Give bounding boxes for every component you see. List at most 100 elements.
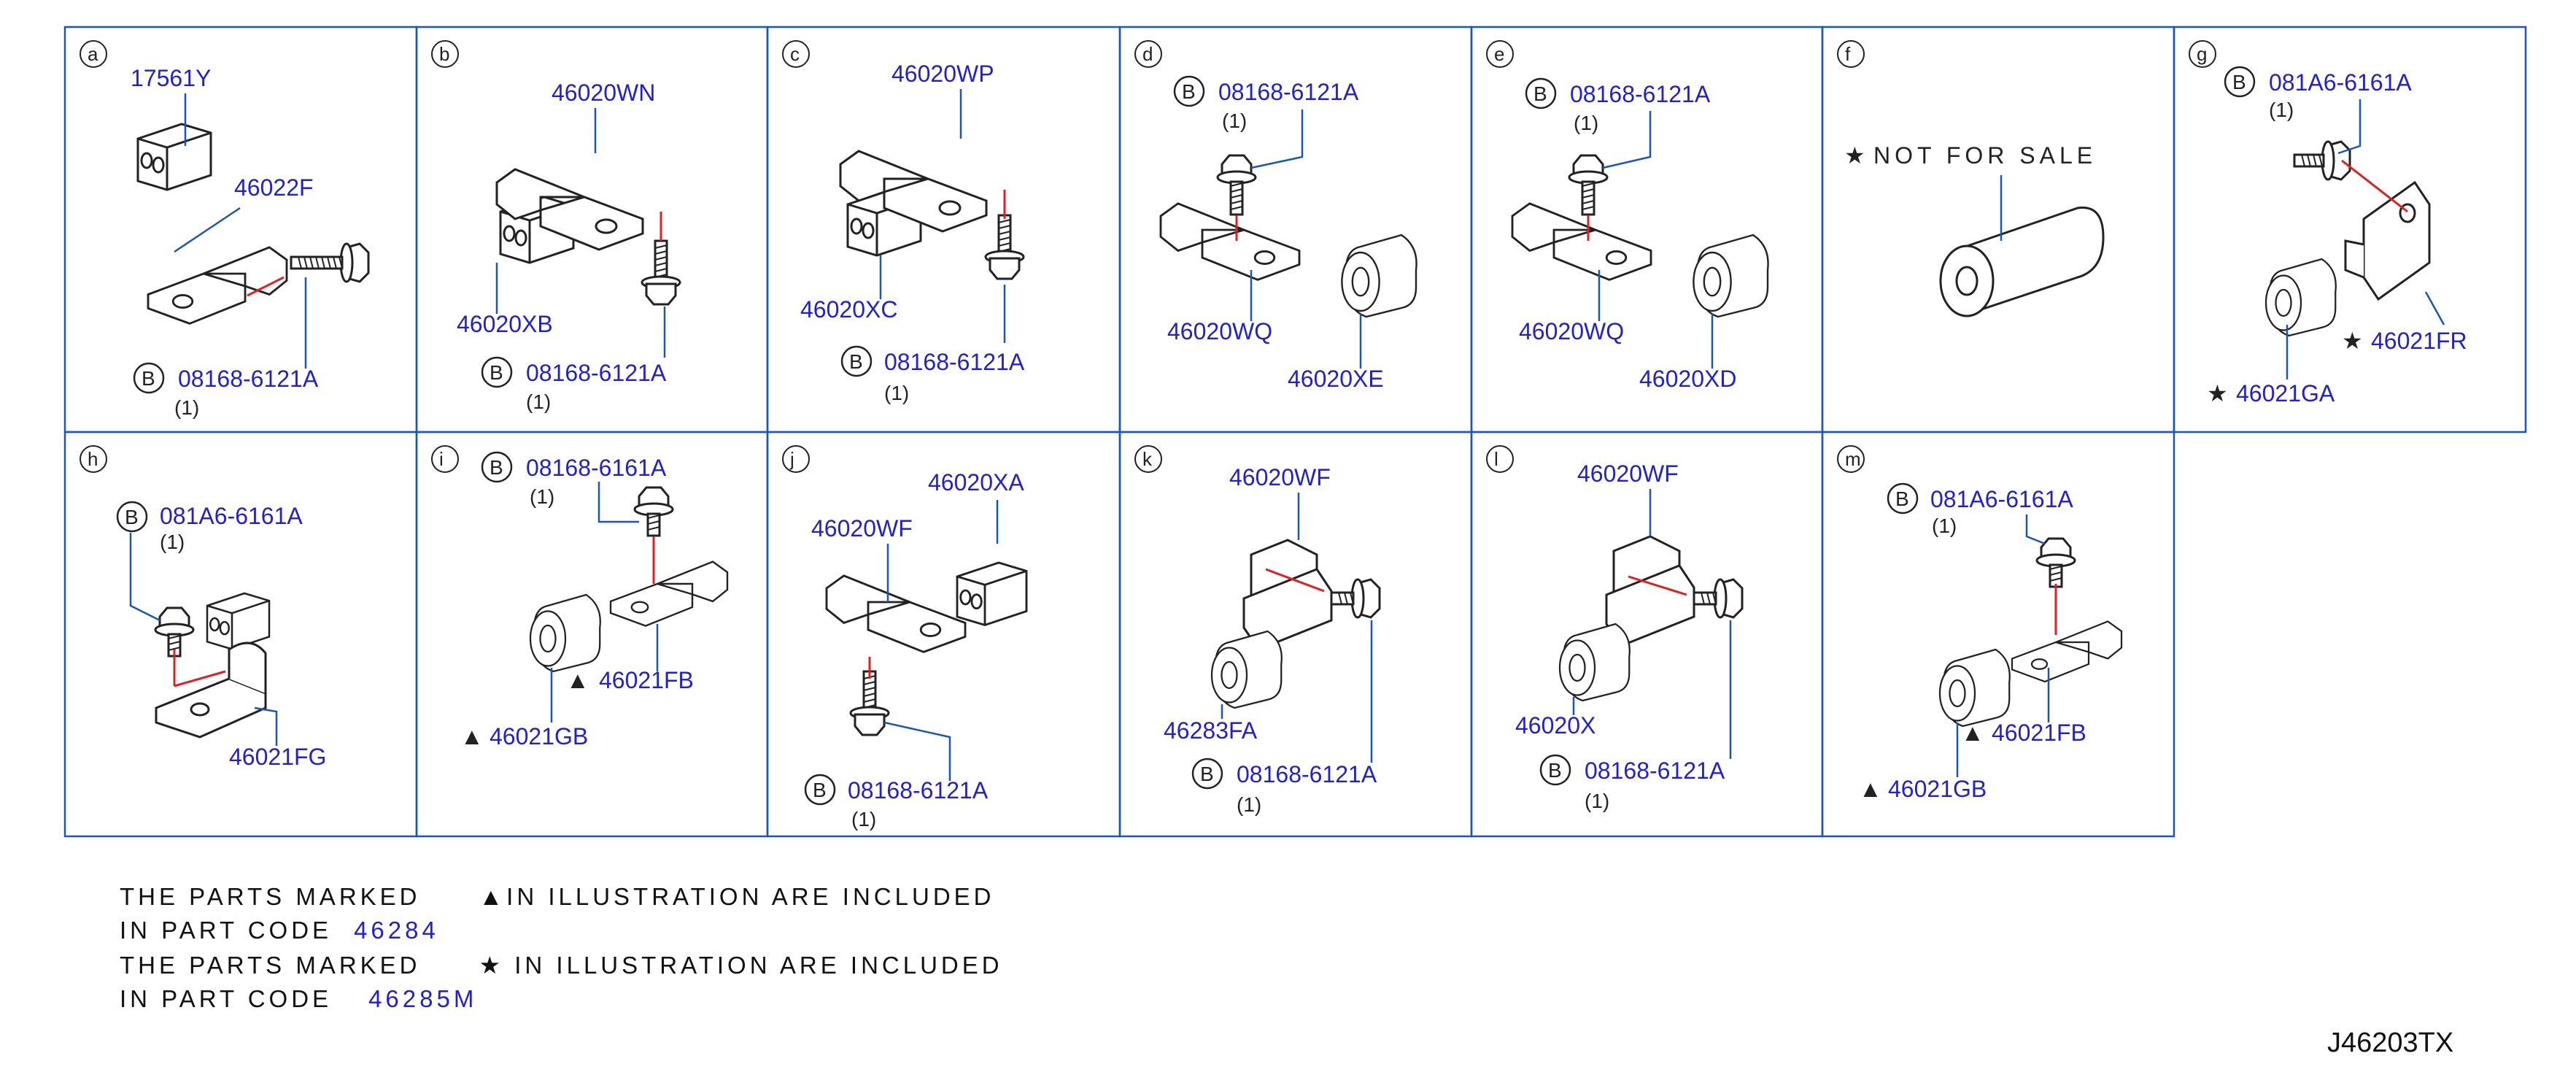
block-hole [140, 152, 153, 169]
bracket-flange [1605, 564, 1695, 647]
part-label-46020wq: 46020WQ [1167, 318, 1272, 344]
part-label-46020xa: 46020XA [928, 469, 1024, 496]
block-hole [514, 229, 527, 247]
bolt-marker-m: B [1895, 487, 1909, 510]
quantity-label: (1) [851, 808, 876, 830]
panel-letter-c: c [790, 43, 800, 65]
leader-line [1602, 111, 1652, 169]
bolt-thread [2313, 154, 2317, 167]
part-label-46021gb: 46021GB [1888, 776, 1987, 802]
bolt-thread [2049, 571, 2062, 576]
bracket-46021fb [609, 560, 729, 627]
block-hole [209, 617, 220, 632]
leader-line [597, 482, 639, 523]
bracket-46021fg [155, 641, 267, 739]
bolt-thread [1582, 200, 1595, 204]
bolt-marker-circle [1539, 754, 1571, 786]
bushing-hole [1569, 653, 1586, 682]
leader-line [174, 207, 241, 253]
panel-letter-circle [1134, 40, 1162, 68]
bushing-hole [1221, 660, 1238, 690]
bracket-hole [2030, 658, 2049, 670]
bracket-clamp [203, 246, 288, 296]
quantity-label: (1) [1574, 112, 1598, 134]
bolt-thread [1706, 592, 1711, 605]
part-label-08168-6121a: 08168-6121A [1585, 758, 1725, 784]
leader-line [2025, 514, 2046, 545]
block-hole [862, 222, 875, 239]
bolt-thread [1230, 188, 1243, 193]
block-hole [219, 620, 231, 636]
part-label-081a6-6161a: 081A6-6161A [2269, 69, 2412, 96]
bracket-flange [1201, 228, 1301, 281]
block-body [956, 561, 1028, 626]
bracket-flange [1552, 228, 1652, 281]
star-icon: ★ [479, 952, 515, 979]
bushing-46283fa [1210, 630, 1283, 709]
part-label-46020xc: 46020XC [800, 296, 897, 323]
bolt-thread [863, 698, 876, 703]
bolt-08168-6121a [1693, 578, 1744, 619]
bolt-marker-circle [1887, 482, 1919, 514]
bracket-46022f [147, 246, 288, 325]
footnote-part-code-46285m: 46285M [368, 985, 478, 1012]
bolt-thread [647, 514, 660, 519]
bolt-thread [1344, 592, 1348, 605]
quantity-label: (1) [2269, 99, 2294, 121]
bolt-thread [998, 225, 1011, 229]
panel-frame-g [2173, 26, 2527, 433]
bracket-clamp [495, 168, 585, 220]
block-body [206, 592, 271, 650]
bolt-thread [315, 256, 320, 269]
bolt-thread [1338, 592, 1342, 605]
alignment-line [247, 276, 285, 297]
bracket-flange [1242, 568, 1333, 651]
bolt-thread [1712, 592, 1717, 605]
bolt-thread [654, 256, 668, 261]
bolt-thread [2049, 566, 2062, 570]
bolt-shank [1330, 591, 1355, 606]
bolt-thread [339, 256, 343, 269]
bolt-thread [1230, 182, 1243, 187]
panel-letter-circle [431, 40, 459, 68]
bolt-08168-6121a [290, 242, 370, 283]
bracket-46020wn [495, 168, 644, 251]
bolt-thread [1582, 206, 1595, 210]
bolt-thread [168, 647, 181, 651]
bolt-08168-6121a [984, 214, 1025, 280]
bolt-marker-d: B [1182, 80, 1196, 103]
footnote-line-3: THE PARTS MARKED★ IN ILLUSTRATION ARE IN… [120, 951, 1003, 979]
bracket-clamp [825, 574, 910, 625]
bolt-thread [654, 250, 668, 255]
bolt-thread [654, 244, 668, 249]
bolt-thread [321, 256, 325, 269]
bolt-thread [168, 635, 181, 639]
bolt-marker-circle [804, 774, 836, 806]
bracket-hole [938, 200, 962, 216]
bracket-flange [2011, 641, 2090, 683]
panel-letter-circle [1837, 445, 1865, 473]
bolt-thread [1582, 182, 1595, 187]
bolt-thread [863, 687, 876, 691]
bracket-clamp [2055, 620, 2123, 660]
part-label-08168-6121a: 08168-6121A [1218, 79, 1359, 105]
part-label-46020wf: 46020WF [1577, 460, 1679, 487]
bolt-081a6-6161a [2293, 140, 2351, 181]
panel-letter-circle [1837, 40, 1865, 68]
bolt-thread [863, 693, 876, 697]
panel-frame-m [1821, 431, 2175, 838]
part-label-46020wp: 46020WP [891, 61, 994, 87]
bolt-08168-6161a [633, 486, 674, 537]
bolt-thread [1230, 200, 1243, 204]
panel-letter-e: e [1494, 43, 1504, 65]
bracket-lip [2344, 239, 2364, 279]
bushing-46021gb [1938, 648, 2011, 728]
bolt-head [645, 282, 677, 306]
part-label-46020wq: 46020WQ [1519, 318, 1624, 344]
part-label-46021fg: 46021FG [229, 744, 326, 770]
bushing-46020x [1558, 623, 1631, 702]
bolt-marker-j: B [813, 779, 827, 801]
panel-letter-circle [431, 445, 459, 473]
